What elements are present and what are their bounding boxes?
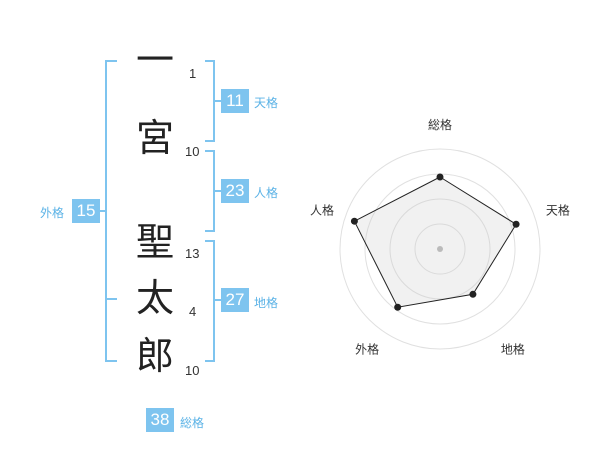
chikaku-badge: 27 xyxy=(221,288,249,312)
radar-axis-label-4: 外格 xyxy=(355,341,379,356)
radar-center-dot xyxy=(437,246,443,252)
stroke-count-2: 10 xyxy=(185,144,200,159)
stroke-count-4: 4 xyxy=(189,304,197,319)
radar-ring-2 xyxy=(389,198,491,300)
stroke-count-1: 1 xyxy=(189,66,197,81)
radar-axis-label-1: 総格 xyxy=(428,117,452,132)
name-char-1: 一 xyxy=(135,38,174,82)
gaikaku-badge: 15 xyxy=(72,199,100,223)
soukaku-label: 総格 xyxy=(180,416,205,430)
radar-data-polygon xyxy=(353,176,517,308)
jinkaku-tick xyxy=(215,190,221,192)
gaikaku-bracket xyxy=(105,60,117,362)
radar-point-2 xyxy=(512,220,520,228)
gaikaku-tick xyxy=(99,210,105,212)
name-char-4: 太 xyxy=(135,276,174,320)
radar-axis-label-2: 天格 xyxy=(546,203,570,218)
jinkaku-badge: 23 xyxy=(221,179,249,203)
tenkaku-badge: 11 xyxy=(221,89,249,113)
radar-point-5 xyxy=(350,217,358,225)
radar-point-4 xyxy=(394,303,402,311)
chikaku-label: 地格 xyxy=(254,296,279,310)
soukaku-badge: 38 xyxy=(146,408,174,432)
jinkaku-bracket xyxy=(205,150,215,232)
gaikaku-label: 外格 xyxy=(40,206,65,220)
radar-ring-1 xyxy=(414,223,466,275)
name-char-3: 聖 xyxy=(135,220,174,264)
name-char-5: 郎 xyxy=(135,334,174,378)
radar-axis-label-3: 地格 xyxy=(501,341,525,356)
radar-point-3 xyxy=(469,290,477,298)
chikaku-tick xyxy=(215,299,221,301)
name-char-2: 宮 xyxy=(135,116,174,160)
tenkaku-label: 天格 xyxy=(254,96,279,110)
gaikaku-inner-tick xyxy=(107,298,117,300)
radar-axis-label-5: 人格 xyxy=(310,203,334,218)
stroke-count-5: 10 xyxy=(185,363,200,378)
tenkaku-bracket xyxy=(205,60,215,142)
jinkaku-label: 人格 xyxy=(254,186,279,200)
chikaku-bracket xyxy=(205,240,215,362)
radar-ring-4 xyxy=(339,148,541,350)
tenkaku-tick xyxy=(215,100,221,102)
stroke-count-3: 13 xyxy=(185,246,200,261)
radar-point-1 xyxy=(436,173,444,181)
